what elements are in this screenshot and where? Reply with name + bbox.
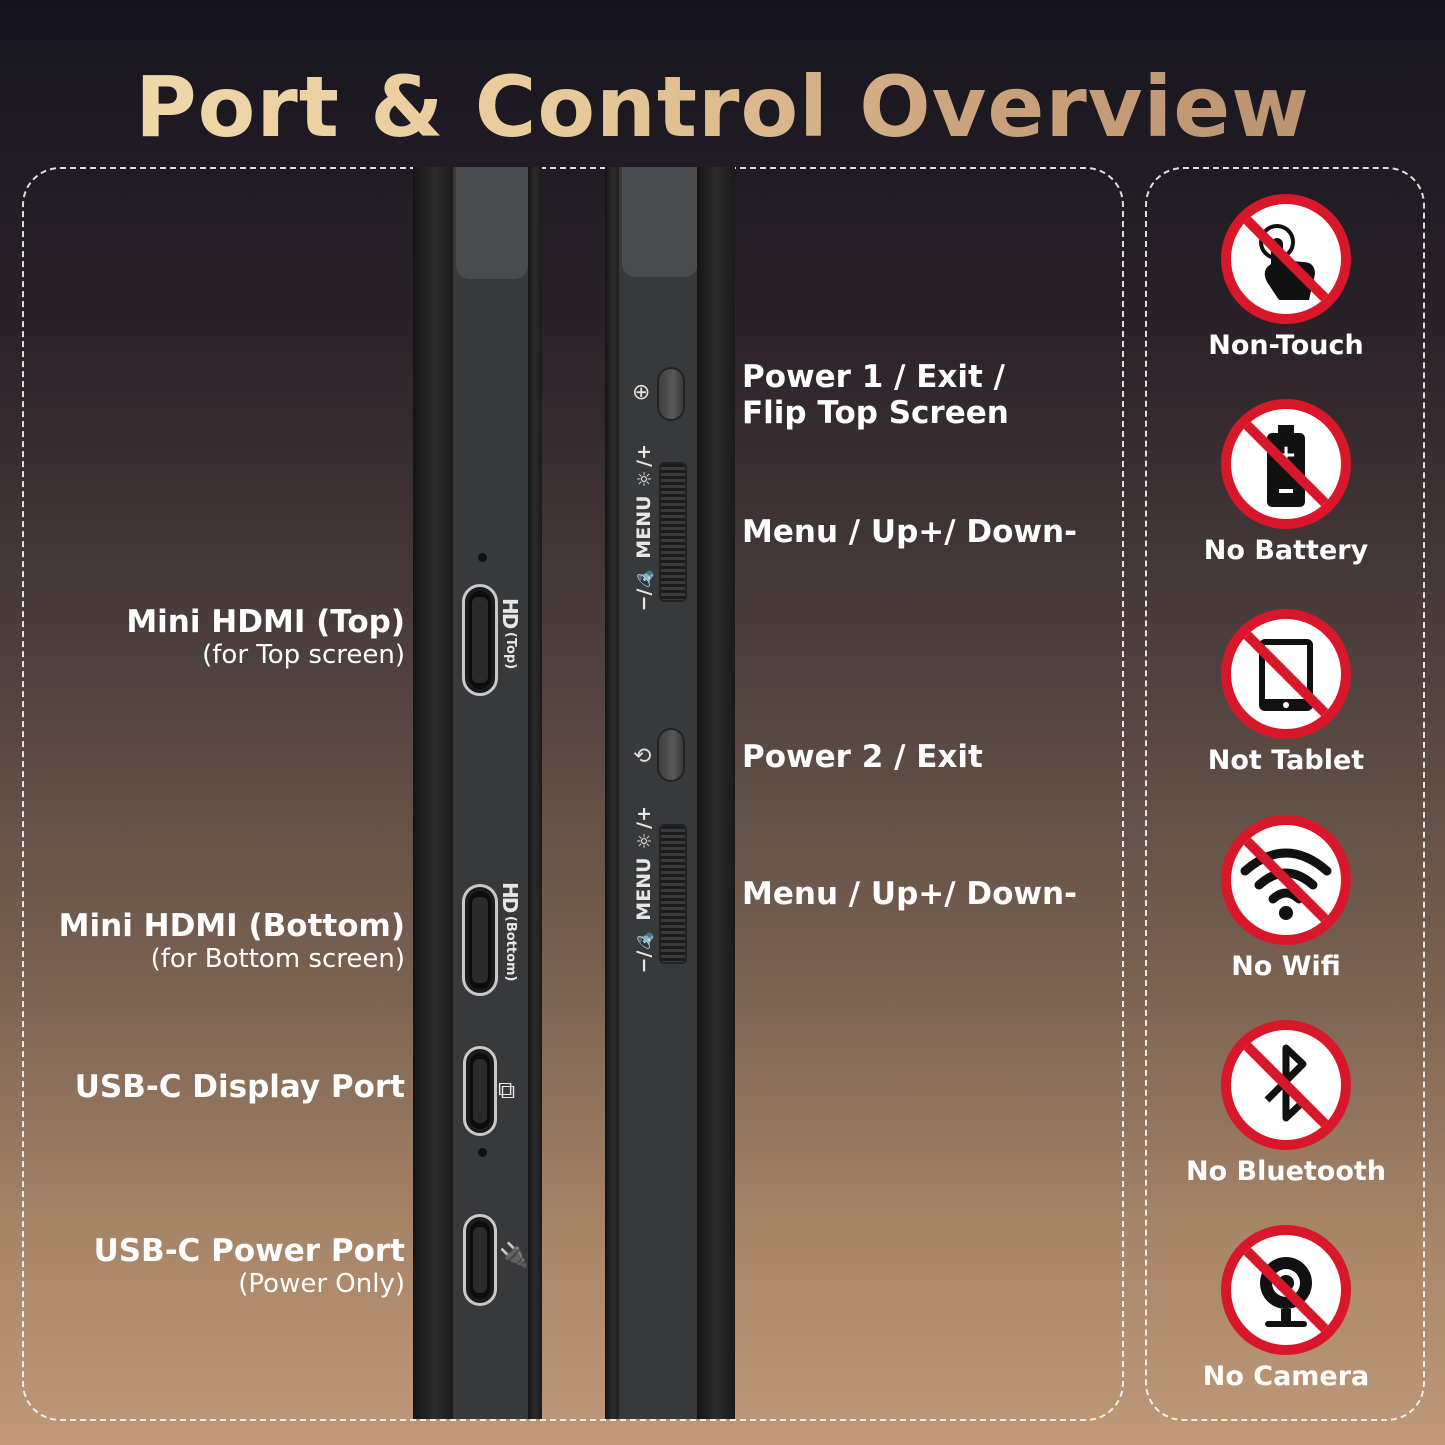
indicator-dot [478, 1148, 487, 1157]
feature-not-tablet: Not Tablet [1146, 609, 1426, 776]
usb-c-display-port [463, 1046, 497, 1136]
no-bluetooth-icon [1221, 1020, 1351, 1150]
mini-hdmi-top-port [462, 584, 498, 696]
feature-no-bluetooth: No Bluetooth [1146, 1020, 1426, 1187]
no-tablet-icon [1221, 609, 1351, 739]
feature-non-touch: Non-Touch [1146, 194, 1426, 361]
port-label-usb-c-power: USB-C Power Port (Power Only) [93, 1233, 405, 1299]
port-label-mini-hdmi-top: Mini HDMI (Top) (for Top screen) [126, 604, 405, 670]
control-label-menu-1: Menu / Up+/ Down- [742, 514, 1077, 550]
power-plug-icon: 🔌 [499, 1241, 529, 1269]
control-label-power-1: Power 1 / Exit / Flip Top Screen [742, 359, 1009, 431]
control-label-menu-2: Menu / Up+/ Down- [742, 876, 1077, 912]
port-label-mini-hdmi-bottom: Mini HDMI (Bottom) (for Bottom screen) [58, 908, 405, 974]
no-touch-icon [1221, 194, 1351, 324]
hd-top-mark: HD (Top) [498, 598, 522, 670]
page-title: Port & Control Overview [0, 58, 1445, 156]
feature-no-camera: No Camera [1146, 1225, 1426, 1392]
menu-wheel-2[interactable] [661, 826, 685, 962]
menu-wheel-label-2: −/🔈 MENU ☼/+ [633, 806, 655, 974]
menu-wheel-label-1: −/🔈 MENU ☼/+ [633, 444, 655, 612]
display-link-icon: ⧉ [498, 1076, 516, 1104]
flip-screen-icon: ⊕ [632, 380, 651, 405]
indicator-dot [478, 553, 487, 562]
no-battery-icon: + [1221, 399, 1351, 529]
mini-hdmi-bottom-port [462, 884, 498, 996]
ports-panel [22, 167, 1124, 1421]
no-camera-icon [1221, 1225, 1351, 1355]
usb-c-power-port [463, 1214, 497, 1306]
features-panel [1145, 167, 1425, 1421]
power-1-button[interactable] [659, 369, 683, 419]
menu-wheel-1[interactable] [661, 464, 685, 600]
no-wifi-icon [1221, 815, 1351, 945]
power-2-button[interactable] [659, 730, 683, 780]
hd-bottom-mark: HD (Bottom) [498, 882, 522, 982]
feature-no-wifi: No Wifi [1146, 815, 1426, 982]
port-label-usb-c-display: USB-C Display Port [74, 1069, 405, 1105]
control-label-power-2: Power 2 / Exit [742, 739, 983, 775]
feature-no-battery: + No Battery [1146, 399, 1426, 566]
power-icon: ⟲ [633, 744, 652, 769]
